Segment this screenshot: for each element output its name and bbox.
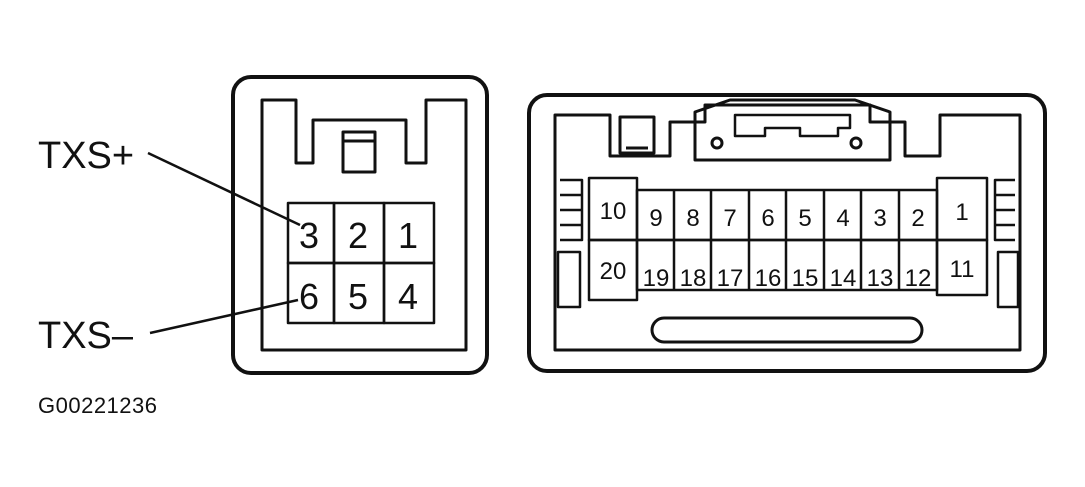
large-connector-right-ribs (993, 178, 1020, 309)
lock-hole-right (849, 136, 863, 150)
large-pin-10: 10 (600, 198, 627, 225)
lock-hole-left (710, 136, 724, 150)
large-connector-inner-outline (553, 103, 1022, 352)
large-pin-19: 19 (643, 265, 670, 292)
large-pin-8: 8 (686, 205, 699, 232)
small-pin-2: 2 (348, 215, 368, 256)
small-connector-housing (231, 75, 489, 375)
small-connector-pin-numbers: 3 2 1 6 5 4 (299, 215, 418, 317)
small-connector-pin-grid (286, 201, 436, 325)
large-connector-left-ribs (556, 178, 584, 309)
large-pin-1: 1 (955, 199, 968, 226)
large-connector-bottom-slot (650, 316, 924, 344)
large-pin-16: 16 (755, 265, 782, 292)
large-pin-11: 11 (950, 256, 975, 283)
large-connector-lock-tab (693, 98, 892, 162)
small-connector-inner-outline (260, 98, 468, 352)
large-pin-15: 15 (792, 265, 819, 292)
large-pin-2: 2 (911, 205, 924, 232)
txs-minus-leader-line (149, 298, 299, 335)
large-pin-20: 20 (600, 258, 627, 285)
figure-code: G00221236 (38, 393, 158, 418)
large-pin-4: 4 (836, 205, 849, 232)
small-connector-latch (341, 130, 377, 174)
large-pin-5: 5 (798, 205, 811, 232)
large-pin-6: 6 (761, 205, 774, 232)
large-connector-pin-numbers: 10 9 8 7 6 5 4 3 2 1 20 19 18 17 16 15 1… (600, 198, 975, 292)
large-connector-lock-slot (733, 113, 852, 138)
large-connector-pin-grid (587, 176, 989, 302)
small-pin-1: 1 (398, 215, 418, 256)
txs-minus-label: TXS– (38, 315, 134, 357)
small-pin-6: 6 (299, 276, 319, 317)
large-pin-17: 17 (717, 265, 744, 292)
large-pin-14: 14 (830, 265, 857, 292)
large-pin-3: 3 (873, 205, 886, 232)
large-pin-18: 18 (680, 265, 707, 292)
large-pin-12: 12 (905, 265, 932, 292)
large-pin-7: 7 (723, 205, 736, 232)
large-connector-housing (527, 93, 1047, 373)
small-pin-5: 5 (348, 276, 368, 317)
txs-plus-label: TXS+ (38, 135, 134, 177)
large-pin-13: 13 (867, 265, 894, 292)
large-connector-key-left (618, 115, 656, 155)
txs-plus-leader-line (147, 151, 301, 227)
small-pin-4: 4 (398, 276, 418, 317)
large-pin-9: 9 (649, 205, 662, 232)
small-pin-3: 3 (299, 215, 319, 256)
